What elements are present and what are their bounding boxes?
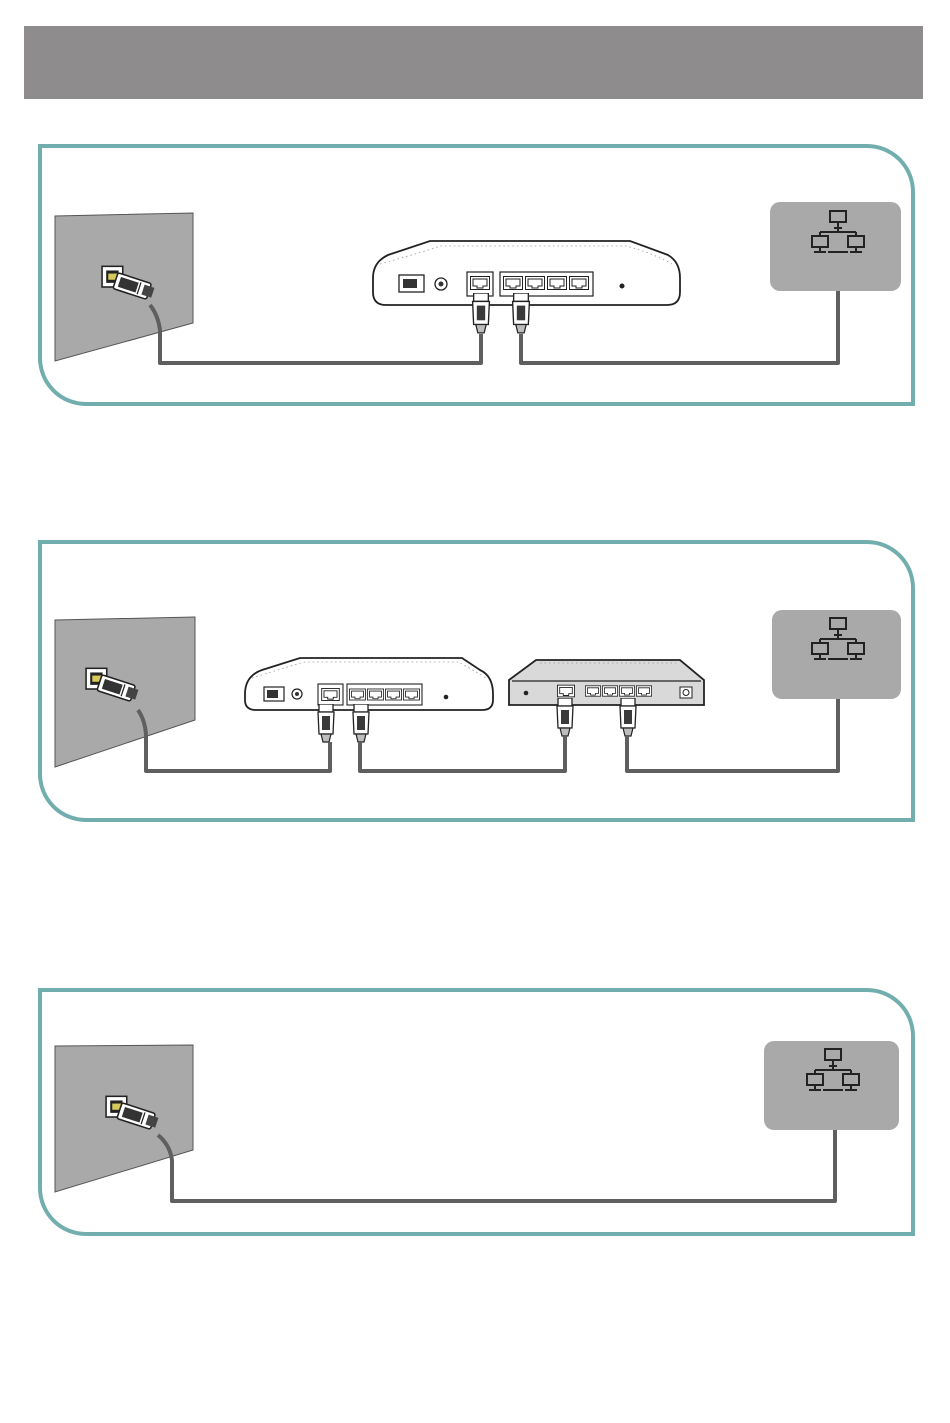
rj45-plug-icon xyxy=(353,704,369,742)
cable xyxy=(150,305,481,363)
rj45-plug-icon xyxy=(557,698,573,736)
network-device-box xyxy=(772,610,901,699)
cable xyxy=(360,736,565,771)
diagram-2 xyxy=(55,610,901,771)
network-device-box xyxy=(764,1041,899,1130)
rj45-plug-icon xyxy=(318,704,334,742)
rj45-plug-icon xyxy=(513,293,530,333)
network-device-box xyxy=(770,202,901,291)
cable xyxy=(158,1130,835,1201)
rj45-plug-icon xyxy=(473,293,490,333)
diagram-3 xyxy=(55,1041,899,1201)
network-switch-icon xyxy=(509,660,704,705)
rj45-plug-icon xyxy=(620,698,636,736)
router-icon xyxy=(245,658,493,710)
diagram-1 xyxy=(55,202,901,363)
cable xyxy=(627,699,838,771)
